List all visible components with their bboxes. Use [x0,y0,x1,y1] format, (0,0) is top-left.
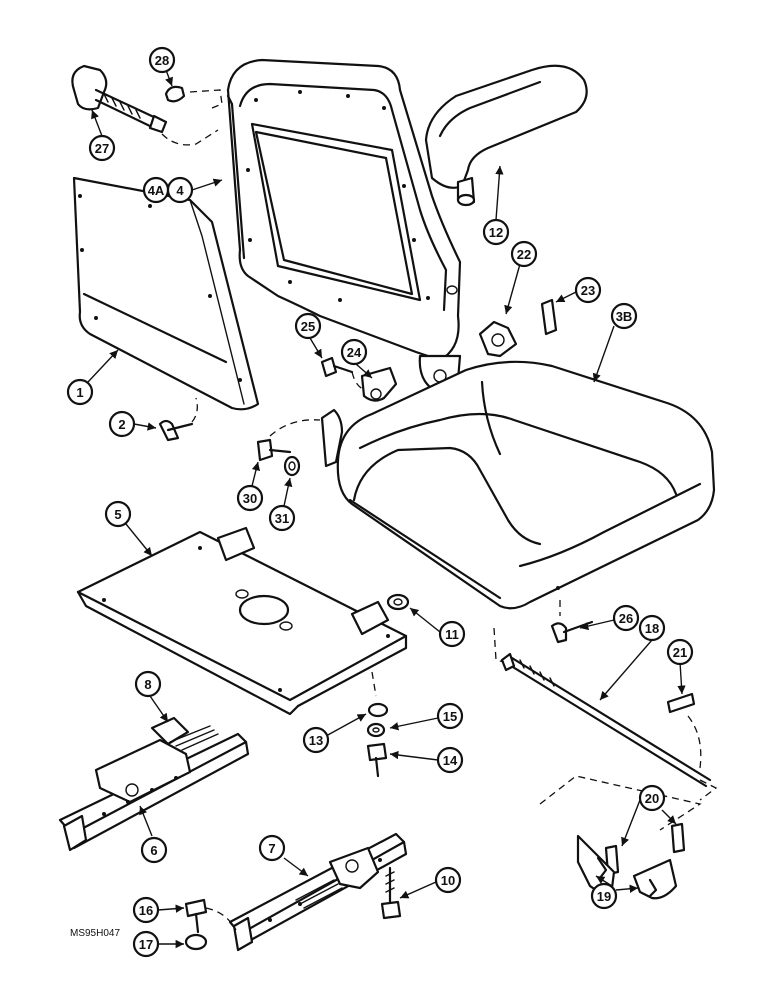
callout-22: 22 [510,240,538,268]
svg-text:13: 13 [309,733,323,748]
screw-26 [550,600,594,644]
callout-14: 14 [436,746,464,774]
svg-text:12: 12 [489,225,503,240]
callout-6: 6 [140,836,168,864]
svg-text:28: 28 [155,53,169,68]
callout-4: 4 [166,176,194,204]
svg-text:17: 17 [139,937,153,952]
callout-3b: 3B [610,302,638,330]
leader-lines [87,69,686,949]
svg-text:24: 24 [347,345,362,360]
svg-text:31: 31 [275,511,289,526]
svg-text:14: 14 [443,753,458,768]
svg-text:5: 5 [114,507,121,522]
svg-text:2: 2 [118,417,125,432]
callout-4a: 4A [142,176,170,204]
callout-2: 2 [108,410,136,438]
callout-30: 30 [236,484,264,512]
callout-15: 15 [436,702,464,730]
fasteners-13-15-14 [366,671,389,778]
svg-text:18: 18 [645,621,659,636]
adjust-knob-part [71,64,168,134]
callout-31: 31 [268,504,296,532]
callout-10: 10 [434,866,462,894]
pivot-knob-part [478,298,558,358]
clips-19-pins-20 [539,775,702,900]
svg-text:4: 4 [176,183,184,198]
callout-20: 20 [638,784,666,812]
svg-text:1: 1 [76,385,83,400]
callout-27: 27 [88,134,116,162]
svg-text:26: 26 [619,611,633,626]
callout-7: 7 [258,834,286,862]
screw-2 [158,397,198,442]
svg-text:23: 23 [581,283,595,298]
callout-24: 24 [340,338,368,366]
seat-cushion-part [320,360,716,610]
bolt-10 [380,866,402,920]
svg-text:8: 8 [144,677,151,692]
seat-back-part [226,58,462,393]
bolt-30-washer-31 [256,419,321,477]
callout-18: 18 [638,614,666,642]
nut-11 [386,593,410,611]
slide-rail-left-part [58,716,250,852]
bracket-24-part [320,356,398,402]
callout-28: 28 [148,46,176,74]
svg-text:22: 22 [517,247,531,262]
base-plate-part [76,526,408,716]
svg-text:7: 7 [268,841,275,856]
svg-text:19: 19 [597,889,611,904]
svg-text:20: 20 [645,791,659,806]
callout-1: 1 [66,378,94,406]
slide-rail-right-part [228,832,408,952]
armrest-part [424,64,588,207]
callout-25: 25 [294,312,322,340]
svg-text:30: 30 [243,491,257,506]
figure-code: MS95H047 [70,928,120,939]
svg-text:16: 16 [139,903,153,918]
svg-text:27: 27 [95,141,109,156]
callout-23: 23 [574,276,602,304]
svg-text:25: 25 [301,319,315,334]
svg-text:6: 6 [150,843,157,858]
bolt-16-nut-17 [184,898,237,951]
callout-12: 12 [482,218,510,246]
svg-text:4A: 4A [148,183,165,198]
svg-text:15: 15 [443,709,457,724]
callout-19: 19 [590,882,618,910]
callout-16: 16 [132,896,160,924]
callout-11: 11 [438,620,466,648]
callout-26: 26 [612,604,640,632]
roll-pin-28 [161,85,223,146]
svg-text:10: 10 [441,873,455,888]
callout-21: 21 [666,638,694,666]
adjust-rod-part [493,627,718,801]
callout-13: 13 [302,726,330,754]
side-panel-part [72,176,260,411]
svg-text:11: 11 [445,627,459,642]
callout-8: 8 [134,670,162,698]
svg-text:3B: 3B [616,309,633,324]
pin-21 [666,692,702,769]
callout-5: 5 [104,500,132,528]
callout-17: 17 [132,930,160,958]
svg-text:21: 21 [673,645,687,660]
